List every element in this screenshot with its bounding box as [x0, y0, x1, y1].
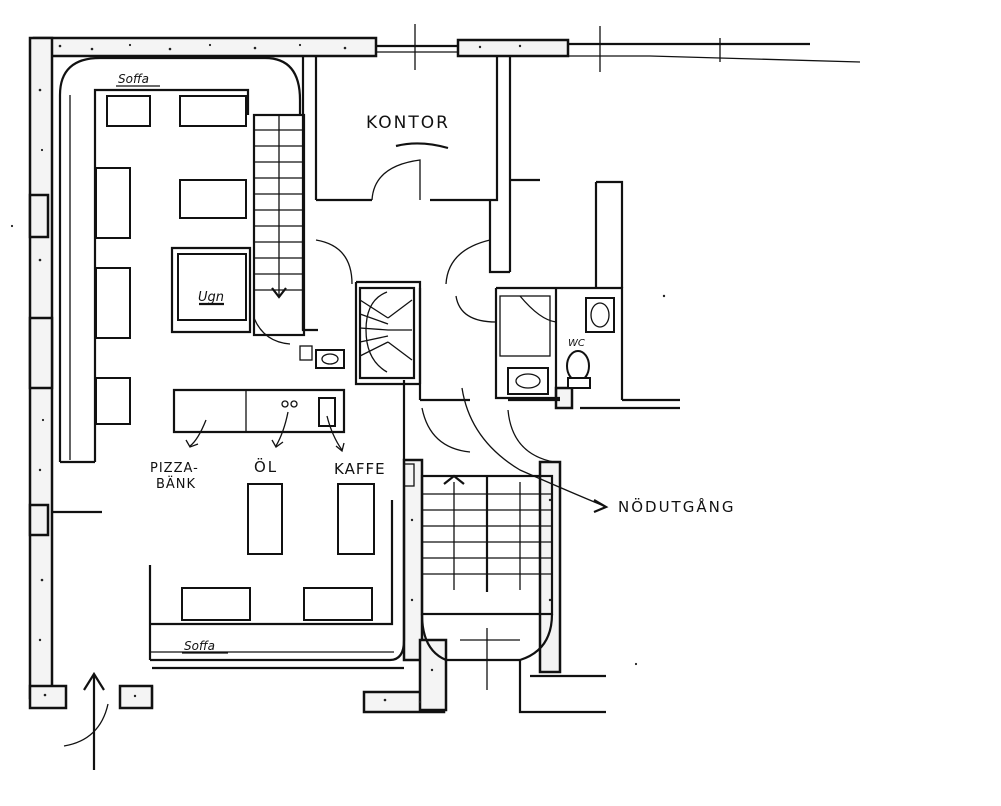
staircase-emergency	[420, 474, 554, 662]
table	[337, 483, 375, 555]
beer-label: ÖL	[254, 457, 278, 476]
outer-walls	[28, 36, 574, 714]
wc-area: WC	[499, 295, 615, 395]
emergency-exit-label: NÖDUTGÅNG	[618, 497, 735, 516]
table	[181, 587, 251, 621]
oven	[177, 253, 247, 321]
window-jamb-2	[28, 316, 54, 390]
pizza-counter-label-2: BÄNK	[156, 476, 196, 492]
toilet-tank	[567, 377, 591, 389]
pizza-counter-label: PIZZA-	[150, 461, 199, 476]
table	[95, 377, 131, 425]
wall-stair-right	[538, 460, 562, 674]
service-arrows	[185, 411, 345, 453]
spiral-stair	[358, 286, 416, 380]
wall-top	[32, 36, 378, 58]
sofa-top-label: Soffa	[118, 72, 149, 86]
table	[95, 167, 131, 239]
door-swing	[421, 407, 471, 453]
table	[247, 483, 283, 555]
entrance-arrow	[83, 671, 105, 770]
door-swing	[455, 295, 497, 323]
doors	[63, 239, 557, 747]
tables	[95, 95, 375, 621]
kitchen-sink	[315, 349, 345, 369]
wall-stair-bottom-left	[418, 638, 448, 712]
coffee-label: KAFFE	[334, 460, 386, 478]
sofa-bottom-label: Soffa	[184, 639, 215, 653]
sink	[507, 367, 549, 395]
wall-top-right	[456, 38, 570, 58]
beer-tap	[281, 400, 289, 408]
wc-label: WC	[568, 338, 585, 349]
kitchen: Ugn	[170, 246, 346, 434]
coffee-machine	[318, 397, 336, 427]
emergency-exit-route: NÖDUTGÅNG	[461, 387, 735, 516]
wall-bottom-door-jamb	[118, 684, 154, 710]
door-swing	[507, 409, 555, 463]
staircase-kitchen	[252, 113, 306, 345]
windows-top	[376, 24, 861, 72]
door-swing	[315, 239, 353, 285]
table	[106, 95, 151, 127]
sofa-bottom	[150, 500, 406, 662]
wall-stair-left	[402, 458, 424, 662]
wall-bottom-left	[28, 684, 68, 710]
table	[179, 179, 247, 219]
toilet-bowl	[566, 350, 590, 382]
door-swing	[445, 239, 491, 285]
window-jamb-3	[28, 503, 50, 537]
window-jamb-1	[28, 193, 50, 239]
oven-label: Ugn	[198, 290, 224, 305]
table	[179, 95, 247, 127]
door-swing	[519, 295, 557, 323]
table	[303, 587, 373, 621]
table	[95, 267, 131, 339]
office: KONTOR	[366, 113, 450, 201]
beer-tap	[290, 400, 298, 408]
office-label: KONTOR	[366, 113, 450, 133]
entrance-door-swing	[63, 703, 109, 747]
